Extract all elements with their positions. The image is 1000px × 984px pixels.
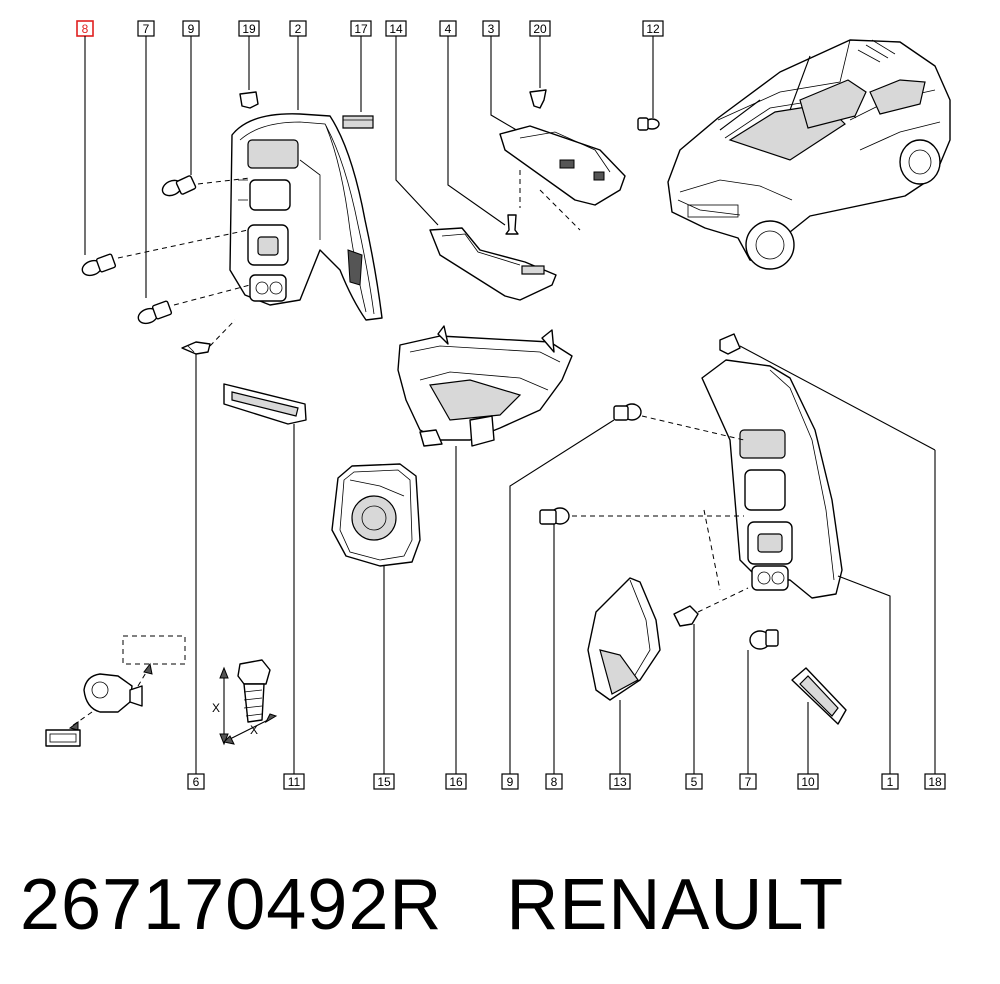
callout-12-top[interactable]: 12	[642, 20, 664, 118]
clip-19	[239, 91, 259, 109]
seal-15	[331, 463, 421, 567]
callout-14-top[interactable]: 14	[385, 20, 439, 226]
bulb-9-left	[161, 175, 251, 197]
bulb-7-left	[137, 284, 251, 325]
callout-18-bottom[interactable]: 18	[924, 773, 946, 790]
housing-3	[499, 125, 626, 231]
svg-text:14: 14	[389, 22, 403, 36]
svg-text:12: 12	[646, 22, 660, 36]
brand-name: RENAULT	[506, 865, 845, 945]
foam-pad-17	[342, 115, 374, 129]
svg-text:7: 7	[143, 22, 150, 36]
svg-text:5: 5	[691, 775, 698, 789]
svg-text:20: 20	[533, 22, 547, 36]
svg-text:18: 18	[928, 775, 942, 789]
svg-text:6: 6	[193, 775, 200, 789]
screw-20	[529, 89, 547, 109]
svg-text:8: 8	[82, 22, 89, 36]
svg-text:7: 7	[745, 775, 752, 789]
rear-lamp-left	[229, 113, 383, 321]
callout-15-bottom[interactable]: 15	[373, 773, 395, 790]
svg-text:4: 4	[445, 22, 452, 36]
svg-text:11: 11	[288, 775, 301, 789]
bulb-7-right	[749, 629, 779, 650]
callout-6-bottom[interactable]: 6	[187, 773, 205, 790]
callout-13-bottom[interactable]: 13	[609, 773, 631, 790]
callout-4-top[interactable]: 4	[439, 20, 506, 226]
svg-text:10: 10	[801, 775, 815, 789]
car-illustration	[667, 39, 951, 270]
svg-text:3: 3	[488, 22, 495, 36]
bulb-9-right	[613, 403, 745, 441]
svg-text:8: 8	[551, 775, 558, 789]
svg-text:13: 13	[613, 775, 627, 789]
third-brake-light-14	[429, 227, 557, 301]
rear-lamp-right	[701, 359, 843, 599]
bulb-12	[637, 117, 660, 131]
callout-7-bottom[interactable]: 7	[739, 773, 757, 790]
part-caption: 267170492R RENAULT	[20, 860, 980, 950]
dimension-x-vertical: X	[212, 701, 220, 715]
part-number: 267170492R	[20, 865, 443, 945]
callout-8-bottom[interactable]: 8	[545, 773, 563, 790]
clip-18	[719, 333, 936, 451]
lens-13	[587, 577, 661, 701]
callout-9-bottom[interactable]: 9	[501, 773, 519, 790]
bulb-8-left	[81, 229, 249, 277]
bulb-detail	[45, 635, 186, 747]
svg-text:15: 15	[377, 775, 391, 789]
svg-text:2: 2	[295, 22, 302, 36]
callout-7-top[interactable]: 7	[137, 20, 155, 298]
callout-19-top[interactable]: 19	[238, 20, 260, 90]
callout-16-bottom[interactable]: 16	[445, 773, 467, 790]
screw-5	[673, 587, 749, 627]
callout-8-top[interactable]: 8	[76, 20, 94, 255]
svg-text:9: 9	[188, 22, 195, 36]
reflector-11	[223, 383, 307, 425]
callout-20-top[interactable]: 20	[529, 20, 551, 88]
reflector-10	[791, 667, 847, 725]
svg-text:16: 16	[449, 775, 463, 789]
screw-4	[505, 214, 519, 235]
bulb-8-right	[539, 507, 744, 591]
callout-5-bottom[interactable]: 5	[685, 773, 703, 790]
callout-2-top[interactable]: 2	[289, 20, 307, 110]
bolt-dimension-detail: X X	[212, 659, 278, 746]
callout-10-bottom[interactable]: 10	[797, 773, 819, 790]
svg-text:19: 19	[242, 22, 256, 36]
callout-9-top[interactable]: 9	[182, 20, 200, 175]
lamp-housing-16	[397, 325, 573, 447]
svg-text:17: 17	[354, 22, 368, 36]
dimension-x-horizontal: X	[250, 723, 258, 737]
callout-1-bottom[interactable]: 1	[881, 773, 899, 790]
callout-17-top[interactable]: 17	[350, 20, 372, 112]
callout-11-bottom[interactable]: 11	[283, 773, 305, 790]
screw-6	[181, 319, 236, 355]
svg-text:1: 1	[887, 775, 894, 789]
svg-text:9: 9	[507, 775, 514, 789]
callout-3-top[interactable]: 3	[482, 20, 526, 136]
